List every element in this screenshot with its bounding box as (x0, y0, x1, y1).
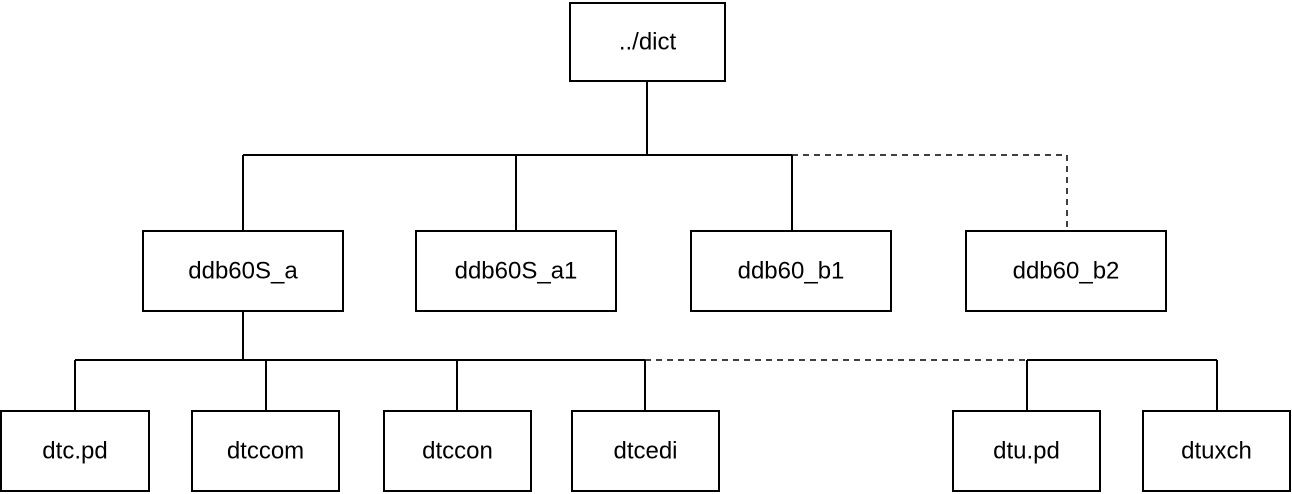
node-dtuxch: dtuxch (1142, 410, 1291, 492)
node-ddb60S_a1-box (415, 230, 617, 312)
root-connectors (242, 81, 1068, 231)
node-ddb60S_a-label: ddb60S_a (188, 258, 298, 285)
node-ddb60_b2-label: ddb60_b2 (1013, 258, 1120, 285)
node-ddb60_b1-box (690, 230, 892, 312)
node-ddb60S_a1-label: ddb60S_a1 (455, 258, 578, 285)
node-ddb60_b2-box (965, 230, 1167, 312)
node-root: ../dict (569, 2, 726, 82)
node-ddb60S_a1: ddb60S_a1 (415, 230, 617, 312)
node-root-box (569, 2, 726, 82)
node-dtuxch-box (1142, 410, 1291, 492)
node-dtcedi: dtcedi (571, 410, 720, 492)
node-dtc-pd-box (0, 410, 150, 492)
node-dtuxch-label: dtuxch (1181, 438, 1252, 465)
node-ddb60S_a: ddb60S_a (142, 230, 344, 312)
node-dtccom-label: dtccom (227, 438, 304, 465)
node-dtccon: dtccon (383, 410, 532, 492)
node-dtu-pd: dtu.pd (952, 410, 1101, 492)
node-ddb60_b1: ddb60_b1 (690, 230, 892, 312)
node-dtccom: dtccom (191, 410, 340, 492)
child-connectors (74, 311, 1218, 411)
node-dtccon-box (383, 410, 532, 492)
node-dtcedi-box (571, 410, 720, 492)
node-dtccom-box (191, 410, 340, 492)
node-ddb60S_a-box (142, 230, 344, 312)
node-dtcedi-label: dtcedi (613, 438, 677, 465)
node-ddb60_b2: ddb60_b2 (965, 230, 1167, 312)
node-dtu-pd-label: dtu.pd (993, 438, 1060, 465)
node-dtu-pd-box (952, 410, 1101, 492)
node-dtc-pd-label: dtc.pd (42, 438, 107, 465)
node-ddb60_b1-label: ddb60_b1 (738, 258, 845, 285)
node-dtccon-label: dtccon (422, 438, 493, 465)
node-dtc-pd: dtc.pd (0, 410, 150, 492)
node-root-label: ../dict (619, 29, 677, 56)
